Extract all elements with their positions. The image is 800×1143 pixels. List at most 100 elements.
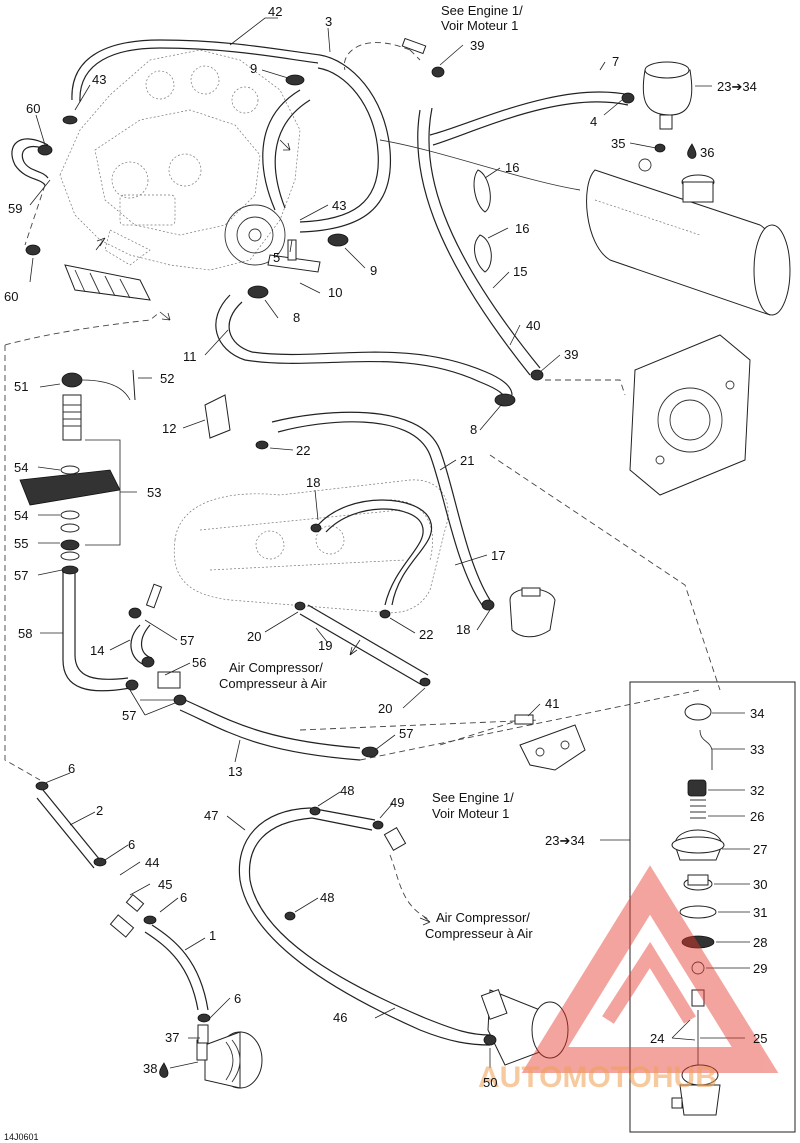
callout: 31 <box>753 905 767 920</box>
callout: 25 <box>753 1031 767 1046</box>
callout: 2 <box>96 803 103 818</box>
hoses-center <box>271 411 491 686</box>
callout: 50 <box>483 1075 497 1090</box>
callout: 60 <box>4 289 18 304</box>
oil-drop-icon <box>159 1062 169 1078</box>
oil-tank <box>173 479 449 614</box>
callout: 7 <box>612 54 619 69</box>
callout: 4 <box>590 114 597 129</box>
coolant-reservoir <box>642 61 693 130</box>
callout: 58 <box>18 626 32 641</box>
callout: 55 <box>14 536 28 551</box>
callout: 11 <box>183 349 197 364</box>
callout: 42 <box>268 4 282 19</box>
callout: 39 <box>564 347 578 362</box>
note-air-comp-mid-1: Air Compressor/ <box>229 660 323 675</box>
watermark-text: AUTOMOTOHUB <box>478 1061 717 1094</box>
dashed-connections <box>4 42 721 921</box>
callout: 48 <box>320 890 334 905</box>
callout: 6 <box>68 761 75 776</box>
callout: 47 <box>204 808 218 823</box>
fittings <box>109 37 492 1044</box>
callout: 53 <box>147 485 161 500</box>
callout: 3 <box>325 14 332 29</box>
callout: 56 <box>192 655 206 670</box>
callout: 57 <box>180 633 194 648</box>
diagram-code: 14J0601 <box>4 1132 39 1142</box>
callout: 1 <box>209 928 216 943</box>
hoses-left <box>36 570 361 1011</box>
leader-lines <box>29 17 750 1069</box>
oil-drop-icons <box>159 143 697 1078</box>
note-air-comp-bottom-1: Air Compressor/ <box>436 910 530 925</box>
callout: 27 <box>753 842 767 857</box>
callout: 24 <box>650 1031 664 1046</box>
callout: 18 <box>306 475 320 490</box>
callout: 46 <box>333 1010 347 1025</box>
fuel-rail-part <box>64 264 151 301</box>
callout: 48 <box>340 783 354 798</box>
callout: 17 <box>491 548 505 563</box>
check-valve <box>509 587 556 638</box>
oil-drop-icon <box>687 143 697 159</box>
callout: 36 <box>700 145 714 160</box>
callout: 21 <box>460 453 474 468</box>
callout: 12 <box>162 421 176 436</box>
callout: 14 <box>90 643 104 658</box>
callout: 6 <box>128 837 135 852</box>
callout: 20 <box>247 629 261 644</box>
fill-neck-assembly <box>19 369 136 561</box>
callout: 30 <box>753 877 767 892</box>
callout: 22 <box>296 443 310 458</box>
callout: 57 <box>14 568 28 583</box>
callout: 16 <box>515 221 529 236</box>
waterbox <box>629 334 751 496</box>
callout: 43 <box>92 72 106 87</box>
callout: 41 <box>545 696 559 711</box>
callout: 40 <box>526 318 540 333</box>
callout: 8 <box>293 310 300 325</box>
flow-arrows <box>95 139 431 926</box>
callout: 45 <box>158 877 172 892</box>
callout: 49 <box>390 795 404 810</box>
callout: 34 <box>750 706 764 721</box>
callout: 8 <box>470 422 477 437</box>
callout: 60 <box>26 101 40 116</box>
callout: 43 <box>332 198 346 213</box>
callout: 9 <box>370 263 377 278</box>
callout: 32 <box>750 783 764 798</box>
callout: 57 <box>399 726 413 741</box>
callout: 23➔34 <box>717 79 757 94</box>
callout: 23➔34 <box>545 833 585 848</box>
callout: 54 <box>14 460 28 475</box>
valve-exploded-box <box>629 681 796 1133</box>
callout: 57 <box>122 708 136 723</box>
note-see-engine-bottom-2: Voir Moteur 1 <box>432 806 509 821</box>
hoses-top <box>11 39 631 401</box>
exhaust-outlet <box>196 1031 263 1089</box>
callout: 22 <box>419 627 433 642</box>
callout: 39 <box>470 38 484 53</box>
callout: 10 <box>328 285 342 300</box>
callout: 13 <box>228 764 242 779</box>
watermark-logo <box>521 865 779 1073</box>
callout: 59 <box>8 201 22 216</box>
bracket-12 <box>204 394 231 439</box>
callout: 15 <box>513 264 527 279</box>
note-see-engine-top-2: Voir Moteur 1 <box>441 18 518 33</box>
callout: 18 <box>456 622 470 637</box>
callout: 6 <box>234 991 241 1006</box>
callout: 9 <box>250 61 257 76</box>
callout: 29 <box>753 961 767 976</box>
notes: See Engine 1/ Voir Moteur 1 Air Compress… <box>4 3 717 1142</box>
water-pump-fitting <box>480 989 569 1066</box>
note-air-comp-mid-2: Compresseur à Air <box>219 676 327 691</box>
callout: 26 <box>750 809 764 824</box>
callout: 54 <box>14 508 28 523</box>
note-see-engine-bottom-1: See Engine 1/ <box>432 790 514 805</box>
callout: 20 <box>378 701 392 716</box>
bracket-41 <box>514 714 586 771</box>
callout: 51 <box>14 379 28 394</box>
